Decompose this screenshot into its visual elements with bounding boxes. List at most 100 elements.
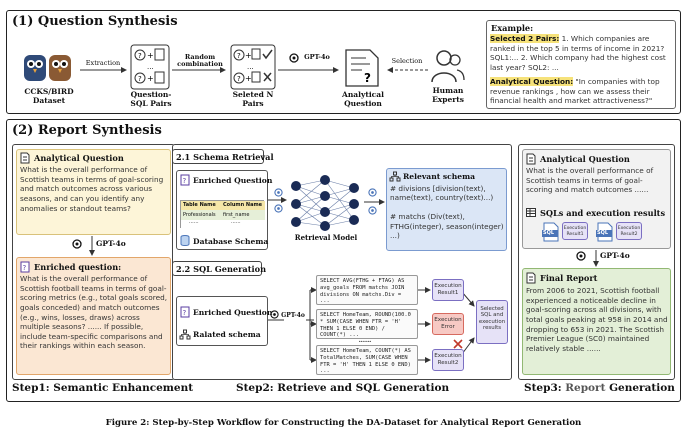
- openai-icon-schema-2: [274, 204, 283, 213]
- openai-icon-sql: [270, 310, 279, 319]
- related-schema-label: Ralated schema: [193, 330, 261, 339]
- gpt-label-s1: GPT-4o: [304, 53, 330, 61]
- question-sql-pairs-icon: ? + ... ? +: [130, 44, 170, 90]
- sql-doc-icon-2: [596, 222, 614, 242]
- extraction-label: Extraction: [85, 59, 121, 67]
- schema-tree-icon: [389, 171, 401, 182]
- openai-icon-step1: [72, 239, 82, 249]
- selected-pairs-highlight: Selected 2 Pairs:: [490, 34, 560, 43]
- table-row-1: [181, 210, 265, 220]
- final-report-text: From 2006 to 2021, Scottish football exp…: [526, 286, 668, 353]
- section2-title: (2) Report Synthesis: [12, 123, 162, 138]
- question-doc-icon-3: [526, 153, 536, 165]
- gpt-label-sql: GPT-4o: [281, 312, 305, 319]
- sql-query-3: SELECT HomeTeam, COUNT(*) AS TotalMatche…: [316, 345, 418, 375]
- example-analytical: Analytical Question: "In companies with …: [490, 77, 673, 106]
- svg-text:+: +: [147, 74, 154, 83]
- step1-aq-text: What is the overall performance of Scott…: [20, 165, 164, 213]
- step3-label-b: Report: [565, 382, 606, 394]
- dataset-owl-icon: [22, 51, 74, 85]
- gpt-label-step1: GPT-4o: [96, 239, 126, 248]
- sql-results-title: SQLs and execution results: [540, 208, 666, 218]
- enriched-question-icon: ?: [20, 261, 30, 273]
- table-icon: [526, 208, 536, 217]
- step1-eq-text: What is the overall performance of Scott…: [20, 274, 168, 351]
- step2-label: Step2: Retrieve and SQL Generation: [236, 382, 450, 394]
- relevant-schema-text: # divisions [division(text), name(text),…: [390, 184, 504, 241]
- svg-text:+: +: [245, 74, 252, 83]
- svg-text:?: ?: [364, 71, 371, 85]
- selection-label: Selection: [391, 57, 423, 65]
- selected-pairs-icon: ? + ... ? +: [230, 44, 276, 90]
- schema-retrieval-title: 2.1 Schema Retrieval: [176, 152, 274, 162]
- svg-text:+: +: [147, 51, 154, 60]
- selected-pairs-text: 1. Which companies are ranked in the top…: [490, 34, 666, 72]
- report-doc-icon: [526, 272, 536, 284]
- openai-icon-schema-3: [368, 188, 377, 197]
- schema-retrieval-title-box: [172, 149, 264, 164]
- step3-aq-title: Analytical Question: [540, 154, 630, 164]
- sql-query-1: SELECT AVG(FTHG + FTAG) AS avg_goals FRO…: [316, 275, 418, 305]
- retrieval-model-icon: [288, 174, 362, 232]
- sql-tag-1: SQL: [543, 230, 555, 236]
- openai-icon-schema-1: [274, 188, 283, 197]
- pairs-label: Question- SQL Pairs: [130, 90, 172, 108]
- step3-label-c: Generation: [605, 382, 675, 394]
- column-name-header: Column Name: [223, 202, 263, 208]
- question-doc-icon: [20, 152, 30, 164]
- sql-generation-title-box: [172, 261, 262, 276]
- step3-exec-2: Execution Result2: [616, 222, 642, 240]
- analytical-question-icon: ?: [344, 48, 380, 88]
- sql-tag-2: SQL: [597, 230, 609, 236]
- section1-title: (1) Question Synthesis: [12, 14, 178, 29]
- step1-eq-title: Enriched question:: [34, 262, 122, 272]
- final-report-title: Final Report: [540, 273, 598, 283]
- final-report-box: [522, 268, 671, 375]
- svg-text:+: +: [245, 51, 252, 60]
- retrieval-model-label: Retrieval Model: [294, 233, 358, 242]
- example-title: Example:: [491, 23, 534, 33]
- svg-text:?: ?: [237, 75, 241, 83]
- table-name-header: Table Name: [183, 202, 216, 208]
- openai-icon: [289, 53, 299, 63]
- step3-aq-text: What is the overall performance of Scott…: [526, 166, 654, 195]
- step1-aq-title: Analytical Question: [34, 153, 124, 163]
- random-combination-label: Random combination: [177, 53, 223, 69]
- analytical-question-label: Analytical Question: [342, 90, 384, 108]
- analytical-question-highlight: Analytical Question:: [490, 77, 574, 86]
- relevant-schema-box: [386, 168, 507, 251]
- svg-text:?: ?: [138, 75, 142, 83]
- svg-text:?: ?: [183, 177, 187, 185]
- figure-caption: Figure 2: Step-by-Step Workflow for Cons…: [105, 418, 582, 428]
- svg-text:?: ?: [237, 52, 241, 60]
- database-schema-label: Database Schema: [193, 237, 269, 246]
- human-experts-label: Human Experts: [432, 86, 464, 104]
- enriched-question-icon-3: ?: [180, 306, 190, 318]
- sql-enriched-question: Enriched Question: [193, 308, 273, 317]
- step1-label: Step1: Semantic Enhancement: [12, 382, 194, 394]
- relevant-schema-title: Relevant schema: [403, 172, 476, 181]
- enriched-question-icon-2: ?: [180, 174, 190, 186]
- table-header-row: [181, 201, 265, 210]
- schema-table: Table Name Column Name Professionals fir…: [180, 200, 265, 228]
- step1-analytical-question-box: [16, 149, 171, 235]
- execution-result-1: Execution Result1: [432, 279, 464, 301]
- sql-dots: ......: [358, 337, 372, 344]
- professionals-cell: Professionals: [183, 212, 216, 218]
- svg-text:...: ...: [147, 63, 154, 71]
- schema-tree-icon-2: [179, 329, 191, 340]
- sql-query-2: SELECT HomeTeam, ROUND(100.0 * SUM(CASE …: [316, 309, 418, 339]
- table-dots-2: ......: [231, 219, 241, 225]
- example-selected: Selected 2 Pairs: 1. Which companies are…: [490, 34, 673, 73]
- svg-text:?: ?: [138, 52, 142, 60]
- table-row-2: [181, 220, 265, 228]
- dataset-label: CCKS/BIRD Dataset: [24, 87, 74, 105]
- human-experts-icon: [430, 48, 466, 84]
- openai-icon-schema-4: [368, 206, 377, 215]
- step1-enriched-question-box: [16, 257, 171, 375]
- sql-generation-title: 2.2 SQL Generation: [176, 264, 267, 274]
